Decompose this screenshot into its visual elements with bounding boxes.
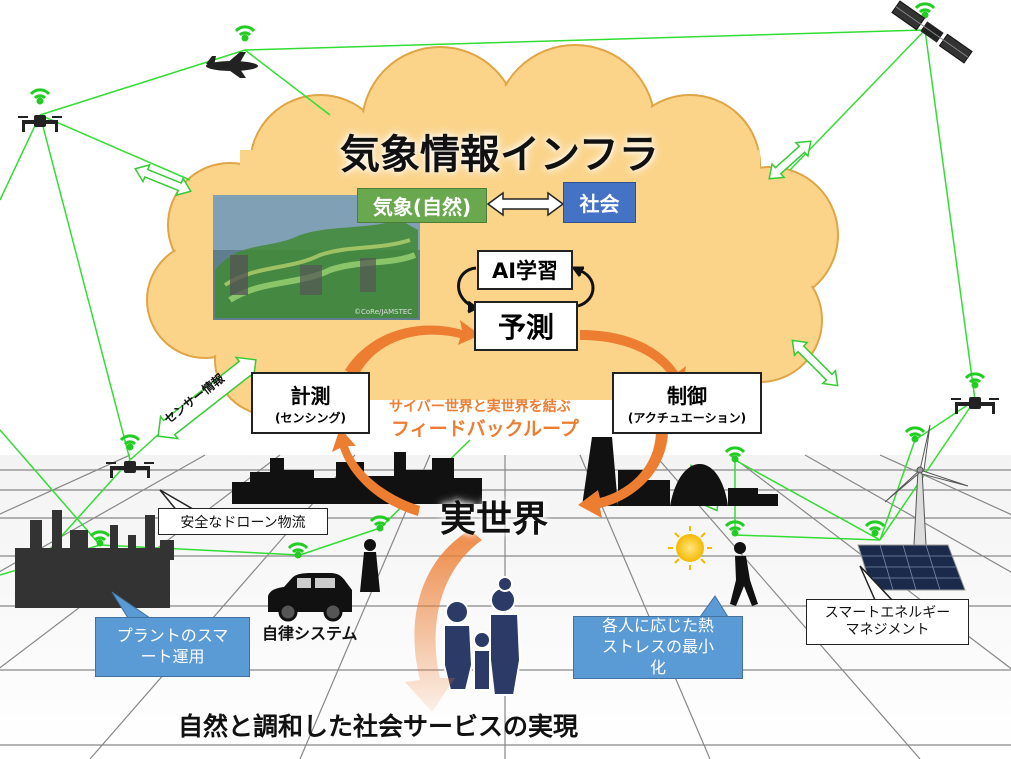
heat-stress-callout: 各人に応じた熱ストレスの最小化 xyxy=(573,616,743,679)
person-walking-icon xyxy=(730,542,758,606)
cycle-arrows xyxy=(457,266,595,314)
family-icon xyxy=(443,576,522,696)
control-main: 制御 xyxy=(667,384,707,408)
measure-box: 計測 (センシング) xyxy=(251,372,370,434)
drone-icon xyxy=(18,115,62,132)
sun-icon xyxy=(668,526,712,570)
satellite-icon xyxy=(891,0,973,64)
bottom-caption: 自然と調和した社会サービスの実現 xyxy=(178,712,579,741)
plant-callout: プラントのスマート運用 xyxy=(95,617,250,677)
service-arrow xyxy=(405,530,482,712)
control-box: 制御 (アクチュエーション) xyxy=(612,372,762,434)
callout-tails xyxy=(111,489,894,619)
measure-sub: (センシング) xyxy=(275,411,346,425)
measure-main: 計測 xyxy=(290,384,331,408)
drone-logistics-callout: 安全なドローン物流 xyxy=(158,508,328,535)
wind-turbine-icon xyxy=(884,424,969,546)
nature-box: 気象(自然) xyxy=(357,188,487,223)
autonomous-label: 自律システム xyxy=(262,624,358,643)
wifi-icons xyxy=(29,2,986,559)
factory-icon xyxy=(15,510,174,608)
feedback-line2: フィードバックループ xyxy=(391,418,579,440)
control-sub: (アクチュエーション) xyxy=(627,411,747,425)
ai-learning-box: AI学習 xyxy=(477,250,573,290)
person-icon xyxy=(360,539,380,592)
airplane-icon xyxy=(206,52,258,78)
feedback-line1: サイバー世界と実世界を結ぶ xyxy=(389,399,571,415)
smart-energy-callout: スマートエネルギーマネジメント xyxy=(806,599,969,645)
image-copyright: ©CoRe/JAMSTEC xyxy=(354,308,413,316)
drone-icon xyxy=(106,461,154,478)
drone-icon xyxy=(951,397,999,414)
prediction-box: 予測 xyxy=(474,301,578,351)
real-world-label: 実世界 xyxy=(440,499,549,540)
solar-panel-icon xyxy=(857,544,966,591)
society-box: 社会 xyxy=(563,182,636,223)
title: 気象情報インフラ xyxy=(340,132,659,178)
car-icon xyxy=(268,573,352,622)
